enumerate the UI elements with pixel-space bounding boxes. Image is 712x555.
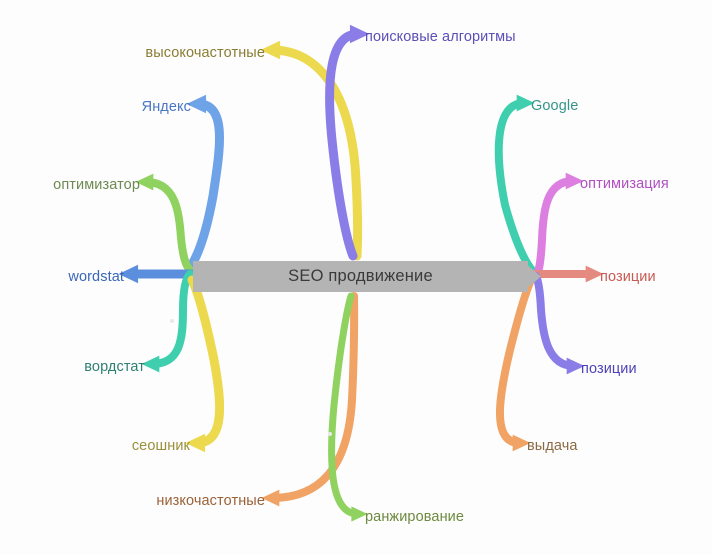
central-node[interactable]: SEO продвижение (193, 261, 528, 292)
branch-arrowhead-yandeks (186, 94, 207, 114)
branch-arrowhead-pozitsii-purple (566, 357, 585, 375)
branch-vordstat[interactable] (141, 270, 194, 373)
branch-pozitsii-purple[interactable] (532, 272, 585, 375)
node-label-vydacha[interactable]: выдача (527, 437, 578, 454)
branch-ranzhirovanie[interactable] (328, 292, 368, 522)
node-label-ranzhirovanie[interactable]: ранжирование (365, 508, 465, 525)
decorative-dot (170, 319, 174, 323)
node-label-nizkochastotnye[interactable]: низкочастотные (156, 492, 265, 509)
branch-wordstat[interactable] (118, 264, 197, 284)
branch-arrowhead-optimizatsiya (565, 172, 584, 190)
branch-optimizatsiya[interactable] (534, 172, 584, 276)
central-node-right-point (528, 265, 541, 288)
branch-arrowhead-vordstat (141, 355, 160, 373)
branch-arrowhead-seoshnik (185, 433, 206, 453)
node-label-seoshnik[interactable]: сеошник (131, 437, 190, 454)
node-label-optimizatsiya[interactable]: оптимизация (580, 175, 669, 192)
branch-arrowhead-pozitsii-red (585, 265, 604, 283)
branch-vydacha[interactable] (496, 274, 536, 452)
branch-arrowhead-poiskovye-algoritmy (349, 24, 370, 44)
node-label-wordstat[interactable]: wordstat (68, 268, 124, 285)
branch-arrowhead-google (516, 94, 535, 112)
branch-poiskovye-algoritmy[interactable] (325, 24, 370, 261)
branch-arrowhead-nizkochastotnye (261, 489, 280, 507)
node-label-pozitsii-purple[interactable]: позиции (581, 360, 637, 377)
branch-pozitsii-red[interactable] (530, 265, 604, 283)
branch-vysokochastotnye[interactable] (260, 40, 363, 261)
node-label-pozitsii-red[interactable]: позиции (600, 268, 656, 285)
branch-arrowhead-vydacha (512, 434, 531, 452)
branch-yandeks[interactable] (186, 94, 224, 271)
node-label-optimizator[interactable]: оптимизатор (53, 176, 140, 193)
node-label-poiskovye-algoritmy[interactable]: поисковые алгоритмы (365, 28, 516, 45)
decorative-dot (328, 432, 332, 436)
node-label-vysokochastotnye[interactable]: высокочастотные (145, 44, 265, 61)
branch-optimizator[interactable] (135, 173, 194, 274)
node-label-yandeks[interactable]: Яндекс (141, 98, 191, 115)
branch-seoshnik[interactable] (185, 275, 225, 453)
branch-google[interactable] (494, 94, 536, 274)
node-label-vordstat[interactable]: вордстат (84, 358, 145, 375)
branch-arrowhead-wordstat (118, 264, 139, 284)
branch-arrowhead-vysokochastotnye (260, 40, 281, 60)
branch-nizkochastotnye[interactable] (261, 292, 359, 507)
branch-arrowhead-ranzhirovanie (351, 506, 368, 522)
node-label-google[interactable]: Google (531, 97, 579, 114)
branch-arrowhead-optimizator (135, 173, 154, 191)
